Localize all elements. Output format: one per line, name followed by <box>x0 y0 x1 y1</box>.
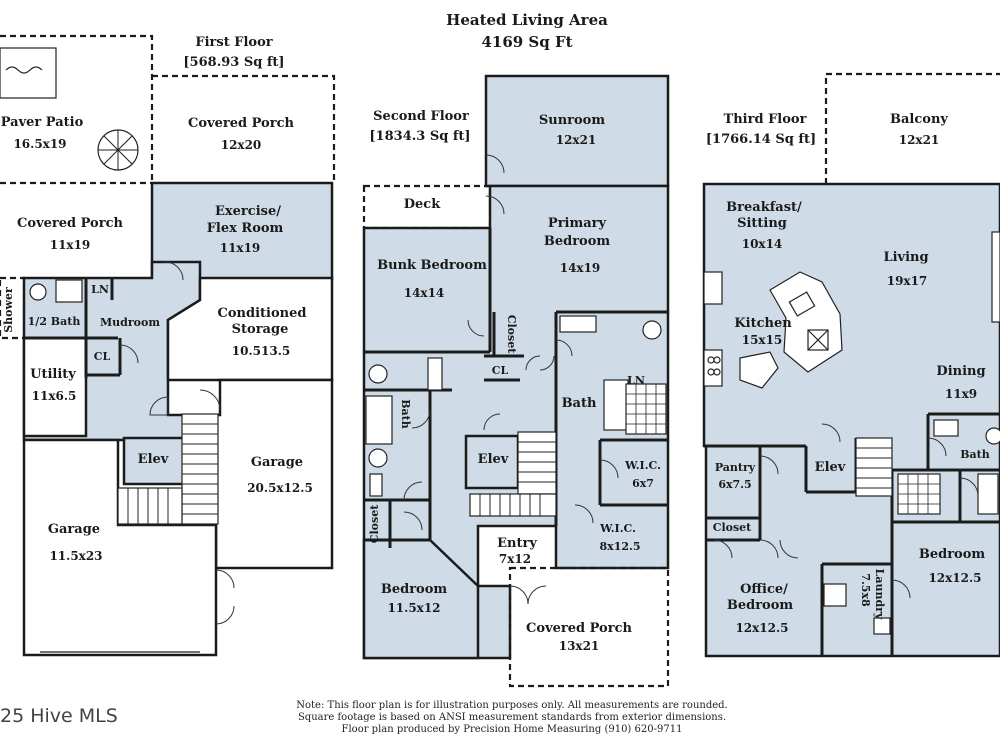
room-wic-large: W.I.C. <box>599 522 636 535</box>
room-exercise: Exercise/ <box>215 204 281 219</box>
dim-bunk-bedroom: 14x14 <box>404 286 445 300</box>
room-primary-bedroom: Bedroom <box>544 234 611 249</box>
footer-note-1: Note: This floor plan is for illustratio… <box>296 700 727 711</box>
dim-bedroom-second: 11.5x12 <box>387 601 440 615</box>
dim-garage-left: 11.5x23 <box>49 549 102 563</box>
room-conditioned: Conditioned <box>218 306 307 321</box>
room-breakfast: Breakfast/ <box>726 200 802 215</box>
room-garage-right: Garage <box>251 455 303 470</box>
first-floor: First Floor [568.93 Sq ft] Paver Patio 1… <box>0 34 336 657</box>
room-paver-patio: Paver Patio <box>1 115 84 130</box>
room-bunk-bedroom: Bunk Bedroom <box>377 258 487 273</box>
room-closet-lower: Closet <box>368 504 381 543</box>
room-kitchen: Kitchen <box>734 316 792 331</box>
room-bedroom-second: Bedroom <box>381 582 448 597</box>
room-deck: Deck <box>404 197 441 212</box>
dim-balcony: 12x21 <box>899 133 940 147</box>
dim-primary-bedroom: 14x19 <box>560 261 601 275</box>
room-sitting: Sitting <box>737 216 787 231</box>
dim-sunroom: 12x21 <box>556 133 597 147</box>
room-bedroom-third: Bedroom <box>919 547 986 562</box>
second-floor-area: [1834.3 Sq ft] <box>369 129 470 144</box>
room-sunroom: Sunroom <box>539 113 605 128</box>
third-floor-name: Third Floor <box>724 112 807 127</box>
room-cl-second: CL <box>492 364 509 377</box>
dim-conditioned-storage: 10.513.5 <box>232 344 290 358</box>
dim-covered-porch-left: 11x19 <box>50 238 91 252</box>
dim-covered-porch-top: 12x20 <box>221 138 262 152</box>
dim-living: 19x17 <box>887 274 928 288</box>
dim-utility: 11x6.5 <box>32 389 77 403</box>
room-covered-porch-second: Covered Porch <box>526 621 632 636</box>
room-living: Living <box>883 250 928 265</box>
first-floor-area: [568.93 Sq ft] <box>183 55 284 70</box>
room-elev-third: Elev <box>815 460 846 475</box>
room-bath-right: Bath <box>562 396 597 411</box>
room-wic-small: W.I.C. <box>624 459 661 472</box>
room-bath-left: Bath <box>399 399 412 429</box>
room-mudroom: Mudroom <box>100 316 160 329</box>
dim-office: 12x12.5 <box>735 621 788 635</box>
dim-bedroom-third: 12x12.5 <box>928 571 981 585</box>
first-floor-name: First Floor <box>195 35 272 50</box>
dim-paver-patio: 16.5x19 <box>13 137 66 151</box>
room-storage: Storage <box>232 322 289 337</box>
room-cl-first: CL <box>94 350 111 363</box>
dim-breakfast: 10x14 <box>742 237 783 251</box>
room-half-bath: 1/2 Bath <box>28 315 81 328</box>
plan-total-area: 4169 Sq Ft <box>481 33 572 51</box>
room-elev-second: Elev <box>478 452 509 467</box>
dim-wic-small: 6x7 <box>632 477 654 490</box>
dim-laundry: 7.5x8 <box>859 573 872 607</box>
room-bath-third: Bath <box>960 448 990 461</box>
second-floor-name: Second Floor <box>373 109 469 124</box>
watermark: 25 Hive MLS <box>0 705 118 727</box>
room-ln-first: LN <box>91 283 109 296</box>
third-floor: Third Floor [1766.14 Sq ft] Balcony 12x2… <box>702 72 1000 658</box>
room-shower: Shower <box>2 287 15 333</box>
room-ln-second: LN <box>627 374 645 387</box>
room-covered-porch-left: Covered Porch <box>17 216 123 231</box>
third-floor-area: [1766.14 Sq ft] <box>706 132 816 147</box>
room-elev-first: Elev <box>138 452 169 467</box>
room-closet-third: Closet <box>713 521 752 534</box>
room-primary: Primary <box>548 216 607 231</box>
dim-exercise: 11x19 <box>220 241 261 255</box>
room-utility: Utility <box>30 367 76 382</box>
room-flex-room: Flex Room <box>207 221 284 236</box>
dim-garage-right: 20.5x12.5 <box>247 481 313 495</box>
room-balcony: Balcony <box>890 112 948 127</box>
dim-kitchen: 15x15 <box>742 333 783 347</box>
room-entry: Entry <box>497 536 537 551</box>
room-dining: Dining <box>936 364 985 379</box>
dim-covered-porch-second: 13x21 <box>559 639 600 653</box>
room-closet-upper: Closet <box>505 315 518 354</box>
plan-title: Heated Living Area <box>446 11 608 29</box>
footer-note-2: Square footage is based on ANSI measurem… <box>298 712 726 723</box>
room-office-bedroom: Bedroom <box>727 598 794 613</box>
room-pantry: Pantry <box>715 461 756 474</box>
footer-note-3: Floor plan produced by Precision Home Me… <box>342 724 683 735</box>
room-covered-porch-top: Covered Porch <box>188 116 294 131</box>
second-floor: Second Floor [1834.3 Sq ft] Sunroom 12x2… <box>362 74 670 688</box>
dim-entry: 7x12 <box>499 552 531 566</box>
dim-wic-large: 8x12.5 <box>599 540 640 553</box>
dim-pantry: 6x7.5 <box>718 478 751 491</box>
room-office: Office/ <box>740 582 788 597</box>
dim-dining: 11x9 <box>945 387 977 401</box>
room-garage-left: Garage <box>48 522 100 537</box>
room-laundry: Laundry <box>873 569 886 620</box>
